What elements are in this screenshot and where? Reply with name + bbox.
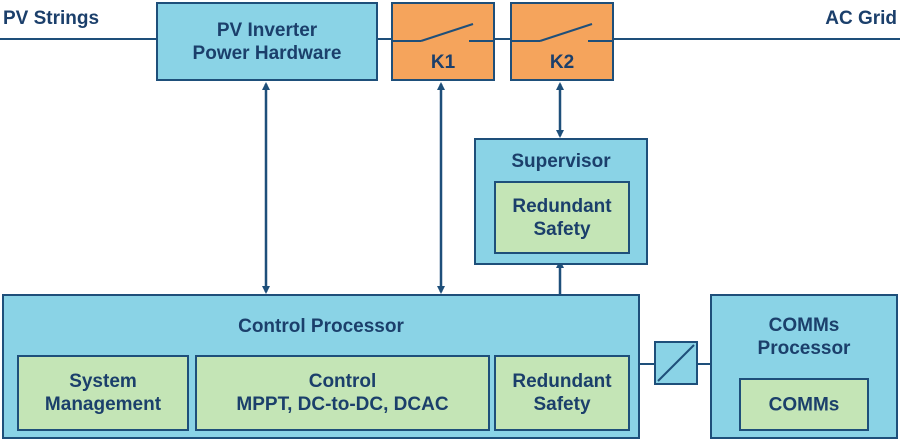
system-management-block: System Management	[17, 355, 189, 431]
switch-icon	[393, 23, 493, 42]
system-management-label: System Management	[44, 371, 162, 415]
supervisor-redundant-safety-block: Redundant Safety	[494, 181, 630, 254]
cp-redundant-safety-label: Redundant Safety	[512, 371, 612, 415]
k1-label: K1	[430, 52, 456, 73]
pv-strings-label: PV Strings	[3, 8, 100, 29]
switch-icon	[512, 23, 612, 42]
k2-label: K2	[549, 52, 575, 73]
comms-label: COMMs	[768, 394, 840, 415]
isolator-icon	[654, 341, 698, 385]
ac-grid-label: AC Grid	[825, 8, 897, 29]
supervisor-label: Supervisor	[511, 151, 611, 172]
control-processor-label: Control Processor	[238, 316, 404, 337]
pv-inverter-block: PV Inverter Power Hardware	[156, 2, 378, 81]
cp-redundant-safety-block: Redundant Safety	[494, 355, 630, 431]
pv-inverter-label: PV Inverter Power Hardware	[192, 19, 342, 64]
control-label: Control MPPT, DC-to-DC, DCAC	[236, 371, 449, 415]
comms-processor-block: COMMs Processor COMMs	[710, 294, 898, 439]
supervisor-block: Supervisor Redundant Safety	[474, 138, 648, 265]
control-processor-block: Control Processor System Management Cont…	[2, 294, 640, 439]
k2-contactor: K2	[510, 2, 614, 81]
comms-processor-label: COMMs Processor	[757, 315, 851, 359]
supervisor-redundant-safety-label: Redundant Safety	[512, 195, 612, 240]
comms-block: COMMs	[739, 378, 869, 431]
control-block: Control MPPT, DC-to-DC, DCAC	[195, 355, 490, 431]
k1-contactor: K1	[391, 2, 495, 81]
